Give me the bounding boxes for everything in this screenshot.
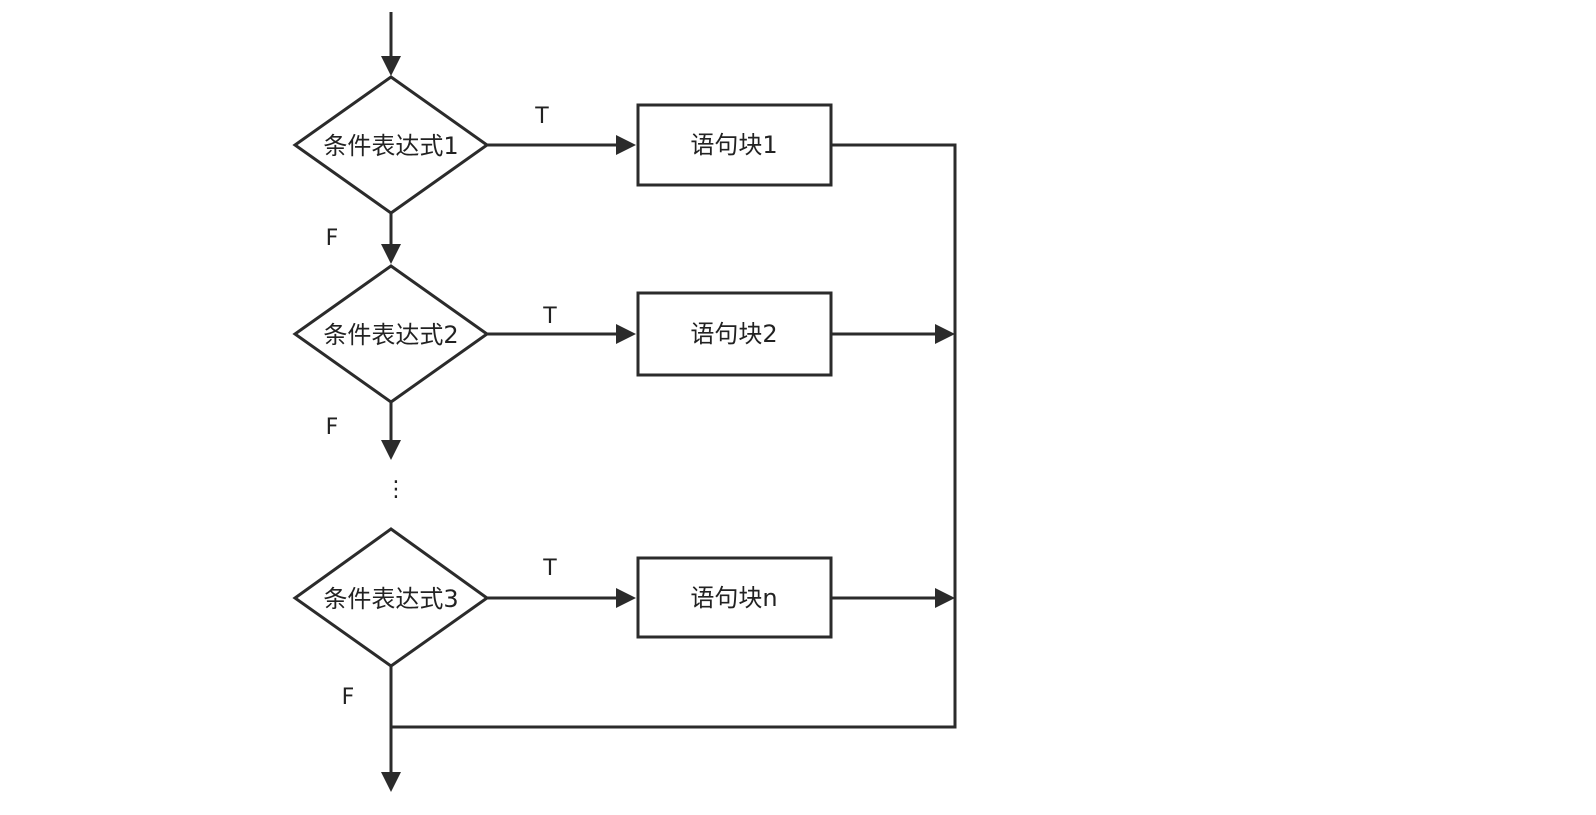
false-label-1: F [326,226,339,251]
statement-block-1-label: 语句块1 [690,131,777,159]
merge-connector [391,143,957,729]
statement-block-1: 语句块1 [636,103,833,187]
true-edge-1: T [487,104,636,155]
statement-block-2: 语句块2 [636,291,833,377]
false-label-2: F [326,415,339,440]
false-edge-1: F [326,213,401,264]
false-label-3: F [342,685,355,710]
block-n-merge-arrow [831,588,955,608]
entry-arrow [381,12,401,76]
true-label-2: T [542,304,557,329]
true-label-3: T [542,556,557,581]
statement-block-n-label: 语句块n [690,584,777,612]
statement-block-2-label: 语句块2 [690,320,777,348]
condition-1-diamond: 条件表达式1 [292,75,490,215]
condition-2-diamond: 条件表达式2 [292,264,490,404]
condition-2-label: 条件表达式2 [323,321,458,349]
condition-1-label: 条件表达式1 [323,132,458,160]
true-edge-3: T [487,556,636,608]
false-edge-2: F [326,402,401,460]
condition-3-label: 条件表达式3 [323,585,458,613]
block-2-merge-arrow [831,324,955,344]
ellipsis-marker: ⋮ [385,477,407,502]
false-edge-3-exit-arrow: F [342,666,401,792]
statement-block-n: 语句块n [636,556,833,639]
true-label-1: T [534,104,549,129]
true-edge-2: T [487,304,636,344]
condition-3-diamond: 条件表达式3 [292,527,490,668]
